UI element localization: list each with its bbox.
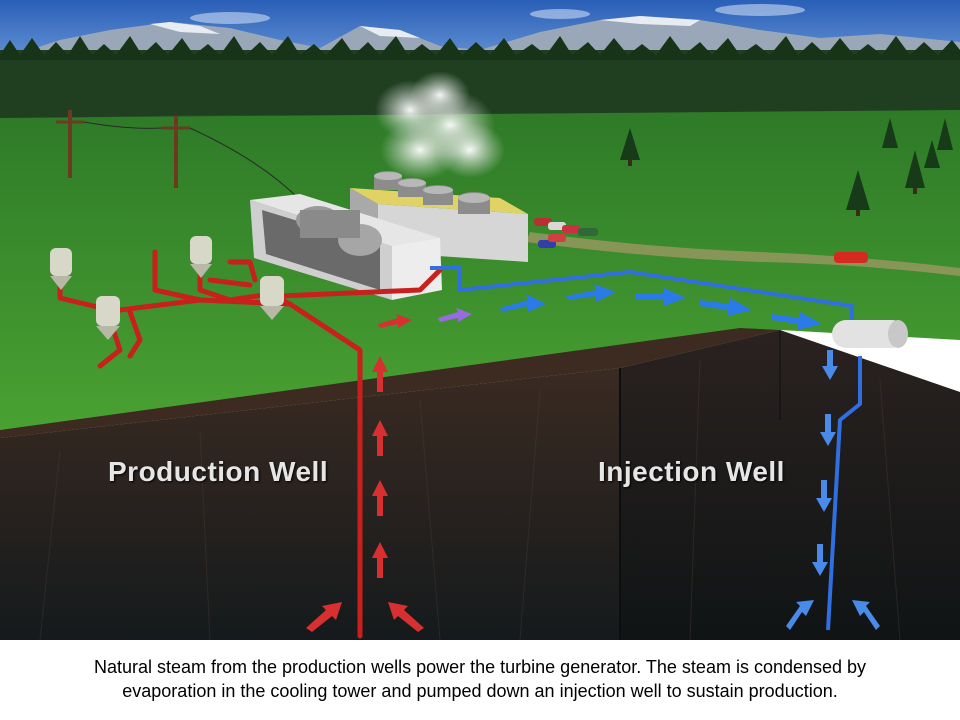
condenser-tank	[832, 320, 908, 348]
soil-cross-section	[0, 328, 960, 640]
grass-field	[0, 110, 960, 438]
clouds	[190, 4, 805, 24]
well-separators	[50, 236, 284, 340]
surface-flow-arrows	[378, 284, 822, 330]
trees	[620, 118, 953, 216]
caption-line-1: Natural steam from the production wells …	[93, 657, 867, 677]
caption: Natural steam from the production wells …	[0, 655, 960, 703]
turbine-building	[250, 194, 442, 300]
production-well-label: Production Well	[108, 456, 329, 487]
geothermal-diagram	[0, 0, 960, 640]
injection-pipe	[430, 266, 862, 631]
steam-plume	[375, 71, 505, 180]
injection-flow-arrows	[786, 350, 880, 630]
caption-line-2: evaporation in the cooling tower and pum…	[122, 681, 838, 701]
injection-well-label: Injection Well	[598, 456, 785, 487]
production-flow-arrows	[306, 356, 424, 632]
dirt-road	[526, 232, 960, 276]
power-poles	[56, 110, 301, 201]
parked-cars	[534, 218, 868, 263]
